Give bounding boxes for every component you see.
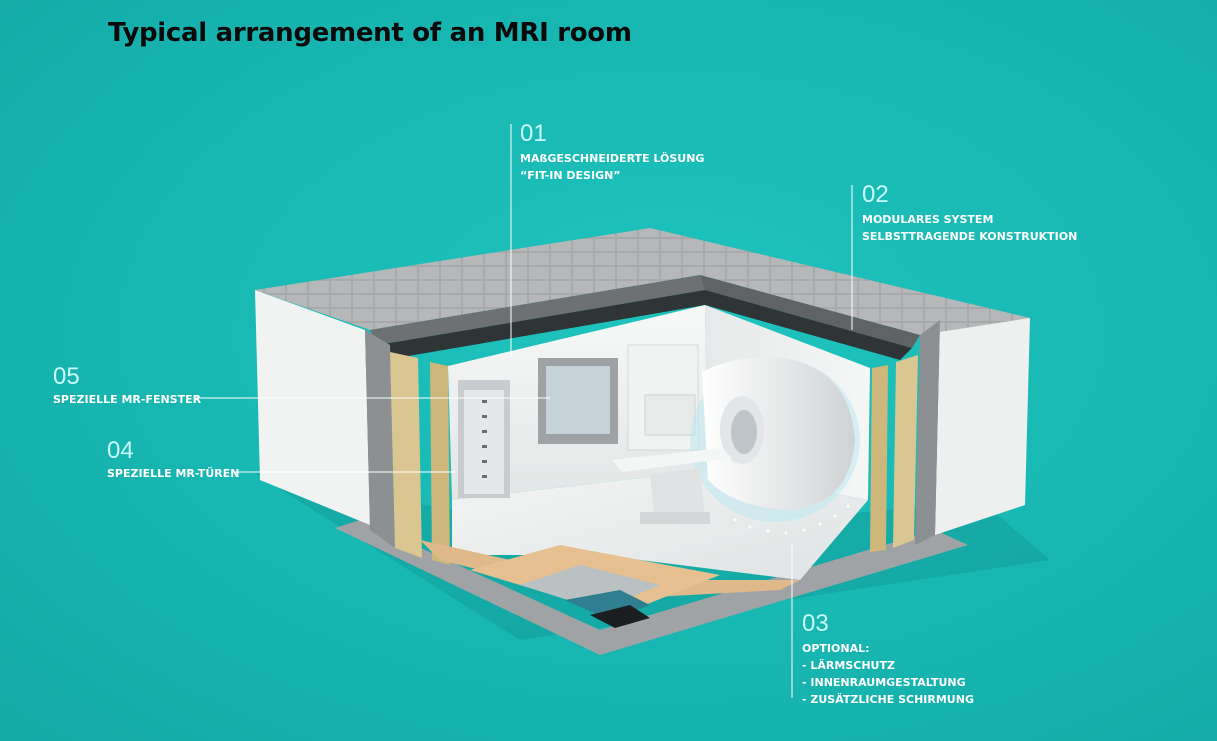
callout-number: 04 <box>107 437 134 464</box>
page-title: Typical arrangement of an MRI room <box>108 18 632 48</box>
callout-text-line: SPEZIELLE MR-TÜREN <box>107 467 240 480</box>
patient-table-base <box>650 468 705 522</box>
callout-number: 05 <box>53 363 80 390</box>
counter <box>644 394 696 436</box>
mr-window-glass <box>546 366 610 434</box>
callout-01: 01 MAßGESCHNEIDERTE LÖSUNG “FIT-IN DESIG… <box>520 122 704 184</box>
mr-door-latches <box>482 400 487 478</box>
left-outer-wall <box>255 290 370 525</box>
callout-text-line: - INNENRAUMGESTALTUNG <box>802 676 966 689</box>
callout-03: 03 OPTIONAL: - LÄRMSCHUTZ - INNENRAUMGES… <box>802 612 974 708</box>
right-insulation-2 <box>870 365 888 552</box>
left-insulation-2 <box>430 362 450 565</box>
mri-magnet-body <box>702 357 855 510</box>
callout-02: 02 MODULARES SYSTEM SELBSTTRAGENDE KONST… <box>862 183 1077 245</box>
callout-text-line: - ZUSÄTZLICHE SCHIRMUNG <box>802 693 974 706</box>
left-insulation <box>390 352 422 558</box>
roof-front-edge-left <box>370 275 705 345</box>
callout-text-line: MAßGESCHNEIDERTE LÖSUNG <box>520 152 705 165</box>
callout-text-line: - LÄRMSCHUTZ <box>802 659 895 672</box>
patient-table-foot <box>640 512 710 524</box>
callout-number: 02 <box>862 181 889 208</box>
floor-layer-wood <box>420 540 800 600</box>
right-outer-wall <box>935 318 1030 535</box>
callout-05: 05 SPEZIELLE MR-FENSTER <box>53 365 201 408</box>
callout-text-line: SELBSTTRAGENDE KONSTRUKTION <box>862 230 1078 243</box>
callout-number: 01 <box>520 120 547 147</box>
callout-number: 03 <box>802 610 829 637</box>
floor-layer-dark <box>590 605 650 628</box>
patient-table-top <box>612 448 732 472</box>
roof <box>255 228 1030 335</box>
callout-text-line: SPEZIELLE MR-FENSTER <box>53 393 202 406</box>
floor-light-ring <box>733 504 850 535</box>
base-plate <box>335 520 968 655</box>
right-wall-section <box>915 320 940 545</box>
callout-text-line: OPTIONAL: <box>802 642 870 655</box>
mr-door-panel <box>464 390 504 494</box>
left-wall-section <box>365 330 395 548</box>
roof-front-edge-right <box>700 275 920 348</box>
callout-text-line: MODULARES SYSTEM <box>862 213 994 226</box>
ceiling-structure <box>378 290 912 360</box>
callout-text-line: “FIT-IN DESIGN” <box>520 169 621 182</box>
callout-04: 04 SPEZIELLE MR-TÜREN <box>107 439 239 482</box>
right-insulation <box>893 355 918 548</box>
mri-bore-inner <box>731 410 757 454</box>
